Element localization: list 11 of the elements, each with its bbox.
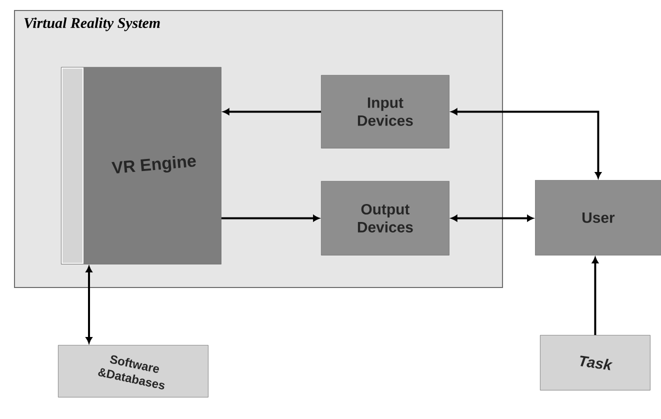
process-box: User xyxy=(535,180,661,256)
process-box: Input Devices xyxy=(321,75,450,148)
process-box: Output Devices xyxy=(321,181,450,256)
arrow xyxy=(221,215,320,222)
slab-box: Task xyxy=(540,335,650,390)
arrow xyxy=(451,215,534,222)
arrow xyxy=(86,266,92,344)
arrow xyxy=(592,257,598,335)
arrow xyxy=(451,108,602,178)
arrow xyxy=(223,108,321,115)
engine-block: VR Engine xyxy=(61,67,222,264)
